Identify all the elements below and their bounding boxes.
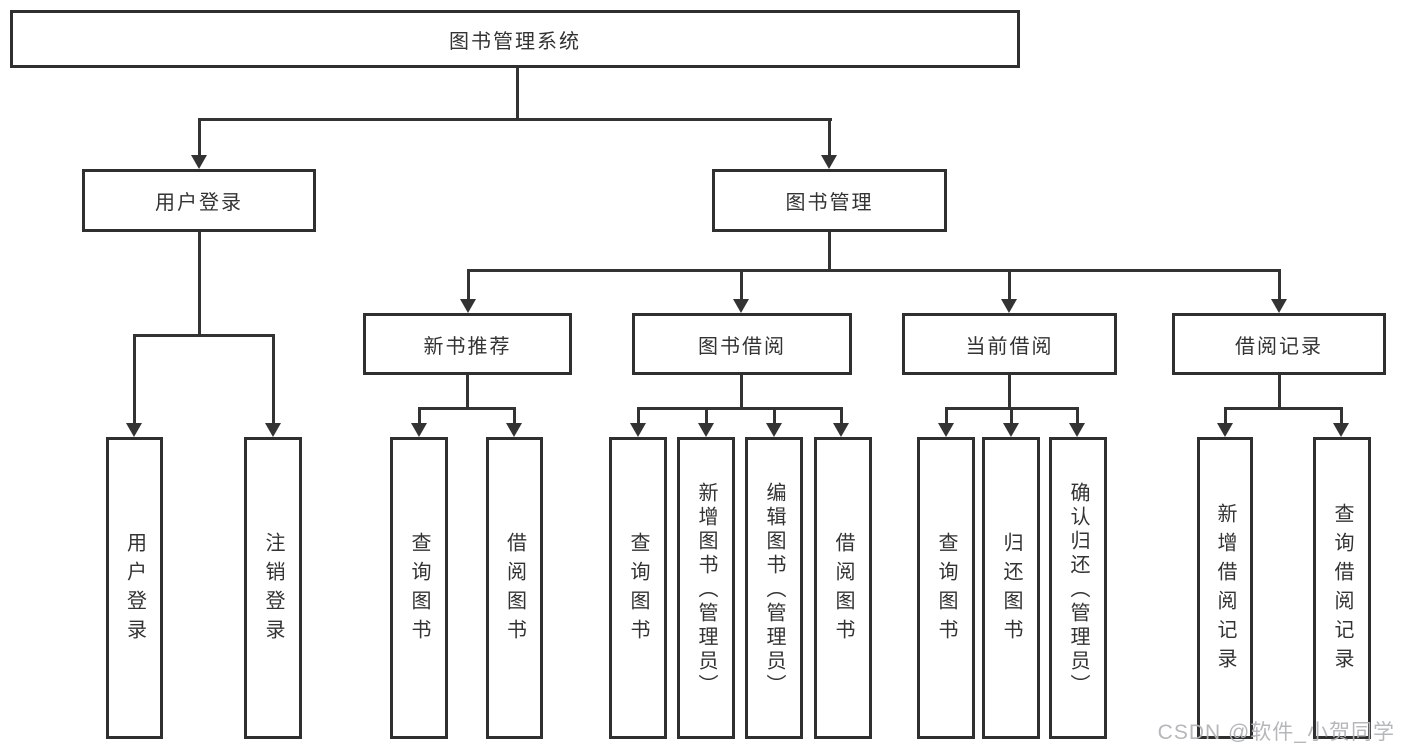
leaf-query-borrow-record: 查询借阅记录 (1313, 437, 1371, 739)
edge-to-leaf-user-login (133, 334, 136, 424)
edge-leaf (513, 407, 516, 425)
arrow-down-icon (1069, 423, 1085, 437)
edge-leaf (637, 407, 640, 425)
arrow-down-icon (766, 423, 782, 437)
node-book-management: 图书管理 (712, 169, 947, 232)
leaf-add-book-admin: 新增图书（管理员） (677, 437, 735, 739)
edge-bookborrow-stub (740, 375, 743, 410)
leaf-logout: 注销登录 (244, 437, 302, 739)
leaf-query-book-3: 查询图书 (917, 437, 975, 739)
arrow-down-icon (1217, 423, 1233, 437)
edge-records-rail (1224, 407, 1343, 410)
edge-bookborrow-rail (637, 407, 843, 410)
arrow-down-icon (265, 423, 281, 437)
arrow-down-icon (1333, 423, 1349, 437)
node-root-library-system: 图书管理系统 (10, 10, 1020, 68)
edge-leaf (1224, 407, 1227, 425)
edge-records-stub (1278, 375, 1281, 410)
leaf-edit-book-admin: 编辑图书（管理员） (745, 437, 803, 739)
edge-to-leaf-logout (272, 334, 275, 424)
edge-newbook-stub (466, 375, 469, 410)
arrow-down-icon (1271, 299, 1287, 313)
edge-leaf (705, 407, 708, 425)
arrow-down-icon (733, 299, 749, 313)
leaf-borrow-book-1: 借阅图书 (486, 437, 543, 739)
edge-leaf (1010, 407, 1013, 425)
arrow-down-icon (821, 155, 837, 169)
edge-book-mgmt-rail (467, 269, 1281, 272)
edge-to-user-login (198, 118, 201, 156)
arrow-down-icon (126, 423, 142, 437)
leaf-confirm-return-admin: 确认归还（管理员） (1049, 437, 1107, 739)
edge-to-book-borrow (740, 269, 743, 301)
edge-currentborrow-stub (1008, 375, 1011, 410)
edge-leaf (418, 407, 421, 425)
arrow-down-icon (698, 423, 714, 437)
edge-leaf (1076, 407, 1079, 425)
edge-book-mgmt-stub (828, 232, 831, 272)
arrow-down-icon (506, 423, 522, 437)
leaf-query-book-2: 查询图书 (609, 437, 667, 739)
edge-leaf (1340, 407, 1343, 425)
edge-newbook-rail (418, 407, 516, 410)
leaf-add-borrow-record: 新增借阅记录 (1197, 437, 1253, 739)
arrow-down-icon (411, 423, 427, 437)
arrow-down-icon (1003, 423, 1019, 437)
edge-to-book-management (828, 118, 831, 156)
edge-root-rail (198, 118, 832, 121)
edge-user-login-stub (198, 232, 201, 336)
arrow-down-icon (191, 155, 207, 169)
edge-root-stub (516, 68, 519, 120)
arrow-down-icon (938, 423, 954, 437)
arrow-down-icon (460, 299, 476, 313)
node-current-borrowing: 当前借阅 (902, 313, 1117, 375)
arrow-down-icon (833, 423, 849, 437)
node-borrow-records: 借阅记录 (1172, 313, 1386, 375)
csdn-watermark: CSDN @软件_小贺同学 (1157, 721, 1395, 744)
node-book-borrowing: 图书借阅 (632, 313, 852, 375)
leaf-borrow-book-2: 借阅图书 (814, 437, 872, 739)
edge-leaf (773, 407, 776, 425)
arrow-down-icon (630, 423, 646, 437)
edge-to-current-borrow (1008, 269, 1011, 301)
leaf-return-book: 归还图书 (982, 437, 1040, 739)
node-new-book-recommendation: 新书推荐 (363, 313, 572, 375)
leaf-query-book-1: 查询图书 (390, 437, 448, 739)
arrow-down-icon (1001, 299, 1017, 313)
edge-to-new-book (467, 269, 470, 301)
node-user-login: 用户登录 (82, 169, 316, 232)
edge-leaf (840, 407, 843, 425)
edge-user-login-rail (133, 334, 275, 337)
edge-leaf (945, 407, 948, 425)
leaf-user-login: 用户登录 (106, 437, 163, 739)
edge-to-borrow-records (1278, 269, 1281, 301)
